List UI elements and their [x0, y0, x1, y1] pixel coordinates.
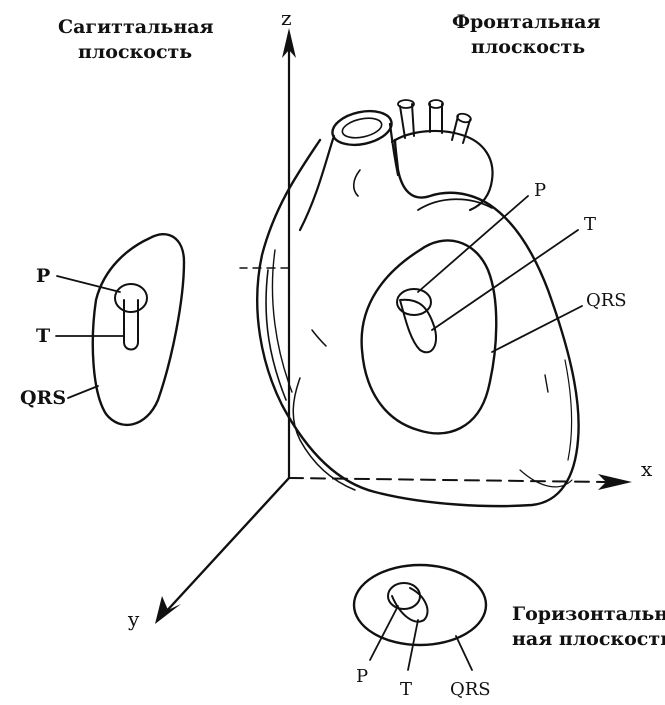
- axis-y: [155, 478, 289, 624]
- frontal-plane-title-line1: Фронтальная: [452, 11, 601, 33]
- horizontal-t-label: T: [400, 679, 412, 700]
- horizontal-vector-loops: [354, 565, 486, 670]
- horizontal-p-label: P: [356, 666, 368, 687]
- leader-sagittal-qrs: [68, 386, 98, 398]
- leader-frontal-p: [418, 196, 528, 292]
- frontal-qrs-loop: [362, 240, 497, 433]
- leader-horizontal-qrs: [456, 636, 472, 670]
- axis-z-label: z: [281, 6, 292, 30]
- sagittal-t-label: T: [36, 325, 50, 347]
- axis-y-label: y: [127, 607, 140, 631]
- projection-guides: [240, 200, 289, 478]
- leader-frontal-qrs: [492, 306, 582, 352]
- frontal-t-label: T: [584, 214, 596, 235]
- sagittal-plane-title-line1: Сагиттальная: [58, 16, 214, 38]
- horizontal-qrs-label: QRS: [450, 679, 491, 700]
- frontal-plane-title-line2: плоскость: [471, 36, 585, 58]
- horizontal-t-loop: [392, 588, 428, 622]
- sagittal-vector-loops: [56, 234, 184, 425]
- frontal-p-label: P: [534, 180, 546, 201]
- frontal-qrs-label: QRS: [586, 290, 627, 311]
- sagittal-plane-title-line2: плоскость: [78, 41, 192, 63]
- sagittal-t-loop: [124, 300, 138, 350]
- axis-x-label: x: [641, 457, 653, 481]
- sagittal-qrs-label: QRS: [20, 387, 66, 409]
- sagittal-p-loop: [115, 284, 147, 312]
- horizontal-qrs-loop: [354, 565, 486, 645]
- sagittal-p-label: P: [36, 265, 50, 287]
- horizontal-plane-title-line2: ная плоскость: [512, 628, 665, 650]
- frontal-vector-loops: [362, 196, 582, 433]
- horizontal-plane-title-line1: Горизонтальная: [512, 603, 665, 625]
- frontal-t-loop: [400, 300, 436, 353]
- leader-sagittal-p: [57, 276, 120, 292]
